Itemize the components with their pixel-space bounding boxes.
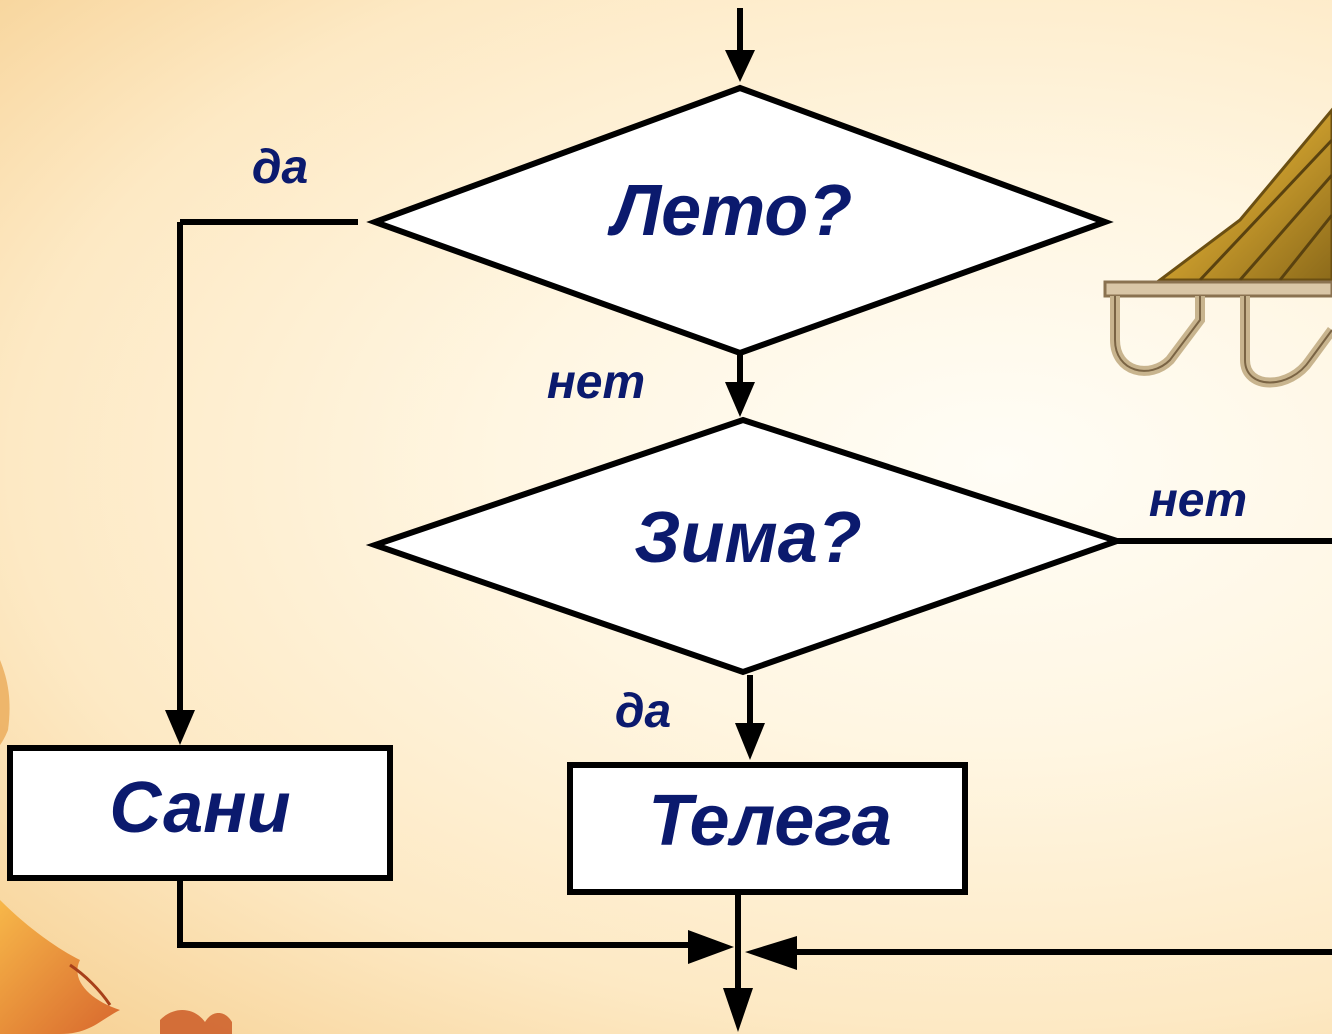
arrow-down-icon	[735, 723, 765, 760]
arrow-down-icon	[725, 50, 755, 82]
arrowheads	[165, 50, 797, 1032]
action-cart-box	[567, 762, 968, 895]
branch-label-summer-yes: да	[252, 141, 308, 194]
arrow-right-icon	[688, 930, 734, 964]
sled-picture	[1103, 107, 1332, 388]
branch-label-winter-no: нет	[1149, 474, 1247, 527]
decision-summer-label: Лето?	[607, 171, 853, 251]
sled-merge-line	[177, 873, 690, 948]
branch-label-summer-no: нет	[547, 356, 645, 409]
arrow-down-icon	[165, 710, 195, 745]
arrow-left-icon	[745, 936, 797, 970]
arrow-down-icon	[725, 382, 755, 417]
decision-summer	[366, 84, 1114, 357]
autumn-leaves-decoration	[0, 660, 232, 1034]
branch-label-winter-yes: да	[615, 685, 671, 738]
connectors	[177, 8, 1332, 990]
action-sled-box	[7, 745, 393, 881]
action-sled-label: Сани	[109, 768, 290, 848]
decision-winter	[365, 416, 1127, 676]
action-cart-label: Телега	[648, 781, 892, 861]
arrow-down-icon	[723, 988, 753, 1032]
decision-winter-label: Зима?	[634, 498, 862, 578]
